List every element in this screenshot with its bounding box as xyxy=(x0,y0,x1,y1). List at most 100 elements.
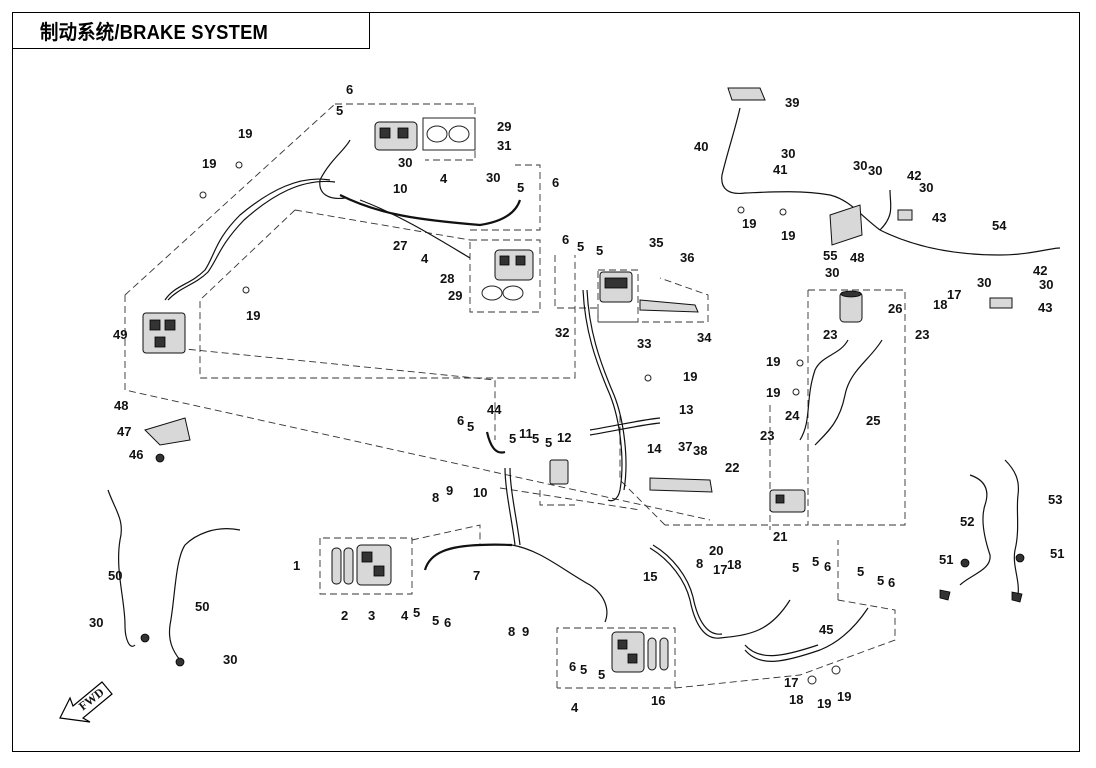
callout-36: 36 xyxy=(680,250,694,265)
callout-23: 23 xyxy=(760,428,774,443)
callout-29: 29 xyxy=(497,119,511,134)
callout-19: 19 xyxy=(246,308,260,323)
callout-6: 6 xyxy=(562,232,569,247)
callout-34: 34 xyxy=(697,330,712,345)
callout-30: 30 xyxy=(977,275,991,290)
callout-48: 48 xyxy=(850,250,864,265)
callout-30: 30 xyxy=(781,146,795,161)
callout-30: 30 xyxy=(486,170,500,185)
callout-43: 43 xyxy=(932,210,946,225)
callout-43: 43 xyxy=(1038,300,1052,315)
callout-5: 5 xyxy=(598,667,605,682)
callout-8: 8 xyxy=(432,490,439,505)
callout-44: 44 xyxy=(487,402,502,417)
callout-5: 5 xyxy=(467,419,474,434)
callout-17: 17 xyxy=(784,675,798,690)
title-box xyxy=(12,12,370,49)
callout-3: 3 xyxy=(368,608,375,623)
callout-55: 55 xyxy=(823,248,837,263)
callout-12: 12 xyxy=(557,430,571,445)
callout-19: 19 xyxy=(766,385,780,400)
callout-6: 6 xyxy=(888,575,895,590)
callout-26: 26 xyxy=(888,301,902,316)
callout-22: 22 xyxy=(725,460,739,475)
callout-10: 10 xyxy=(393,181,407,196)
callout-18: 18 xyxy=(727,557,741,572)
callout-1: 1 xyxy=(293,558,300,573)
callout-19: 19 xyxy=(837,689,851,704)
callout-30: 30 xyxy=(398,155,412,170)
callout-2: 2 xyxy=(341,608,348,623)
callout-31: 31 xyxy=(497,138,511,153)
callout-7: 7 xyxy=(473,568,480,583)
callout-5: 5 xyxy=(432,613,439,628)
callout-29: 29 xyxy=(448,288,462,303)
callout-6: 6 xyxy=(457,413,464,428)
callout-17: 17 xyxy=(713,562,727,577)
callout-4: 4 xyxy=(401,608,409,623)
callout-32: 32 xyxy=(555,325,569,340)
callout-41: 41 xyxy=(773,162,787,177)
diagram-frame xyxy=(12,12,1080,752)
callout-13: 13 xyxy=(679,402,693,417)
callout-28: 28 xyxy=(440,271,454,286)
callout-30: 30 xyxy=(825,265,839,280)
callout-5: 5 xyxy=(792,560,799,575)
callout-19: 19 xyxy=(742,216,756,231)
callout-8: 8 xyxy=(696,556,703,571)
callout-42: 42 xyxy=(907,168,921,183)
callout-54: 54 xyxy=(992,218,1007,233)
callout-10: 10 xyxy=(473,485,487,500)
callout-19: 19 xyxy=(766,354,780,369)
callout-30: 30 xyxy=(868,163,882,178)
callout-19: 19 xyxy=(683,369,697,384)
components xyxy=(140,87,1025,685)
callout-30: 30 xyxy=(223,652,237,667)
callout-50: 50 xyxy=(195,599,209,614)
callout-48: 48 xyxy=(114,398,128,413)
callout-5: 5 xyxy=(545,435,552,450)
callout-51: 51 xyxy=(1050,546,1064,561)
callout-30: 30 xyxy=(89,615,103,630)
callout-5: 5 xyxy=(517,180,524,195)
callout-18: 18 xyxy=(789,692,803,707)
callout-23: 23 xyxy=(915,327,929,342)
callout-6: 6 xyxy=(552,175,559,190)
callout-11: 11 xyxy=(519,426,533,441)
callout-33: 33 xyxy=(637,336,651,351)
callout-46: 46 xyxy=(129,447,143,462)
callout-27: 27 xyxy=(393,238,407,253)
callout-30: 30 xyxy=(919,180,933,195)
page-title: 制动系统/BRAKE SYSTEM xyxy=(40,22,269,44)
callout-38: 38 xyxy=(693,443,707,458)
fwd-arrow: FWD xyxy=(59,681,113,723)
callout-5: 5 xyxy=(509,431,516,446)
callout-5: 5 xyxy=(857,564,864,579)
callout-8: 8 xyxy=(508,624,515,639)
callout-45: 45 xyxy=(819,622,833,637)
callout-53: 53 xyxy=(1048,492,1062,507)
callout-35: 35 xyxy=(649,235,663,250)
callout-52: 52 xyxy=(960,514,974,529)
callout-21: 21 xyxy=(773,529,787,544)
callout-23: 23 xyxy=(823,327,837,342)
callout-49: 49 xyxy=(113,327,127,342)
callout-5: 5 xyxy=(413,605,420,620)
callout-37: 37 xyxy=(678,439,692,454)
brake-lines xyxy=(107,107,1061,662)
callout-5: 5 xyxy=(812,554,819,569)
callout-42: 42 xyxy=(1033,263,1047,278)
callout-30: 30 xyxy=(853,158,867,173)
callout-6: 6 xyxy=(569,659,576,674)
callout-5: 5 xyxy=(596,243,603,258)
callout-24: 24 xyxy=(785,408,800,423)
callout-25: 25 xyxy=(866,413,880,428)
callout-9: 9 xyxy=(446,483,453,498)
callout-18: 18 xyxy=(933,297,947,312)
callout-6: 6 xyxy=(824,559,831,574)
callout-19: 19 xyxy=(817,696,831,711)
callout-6: 6 xyxy=(346,82,353,97)
callout-47: 47 xyxy=(117,424,131,439)
